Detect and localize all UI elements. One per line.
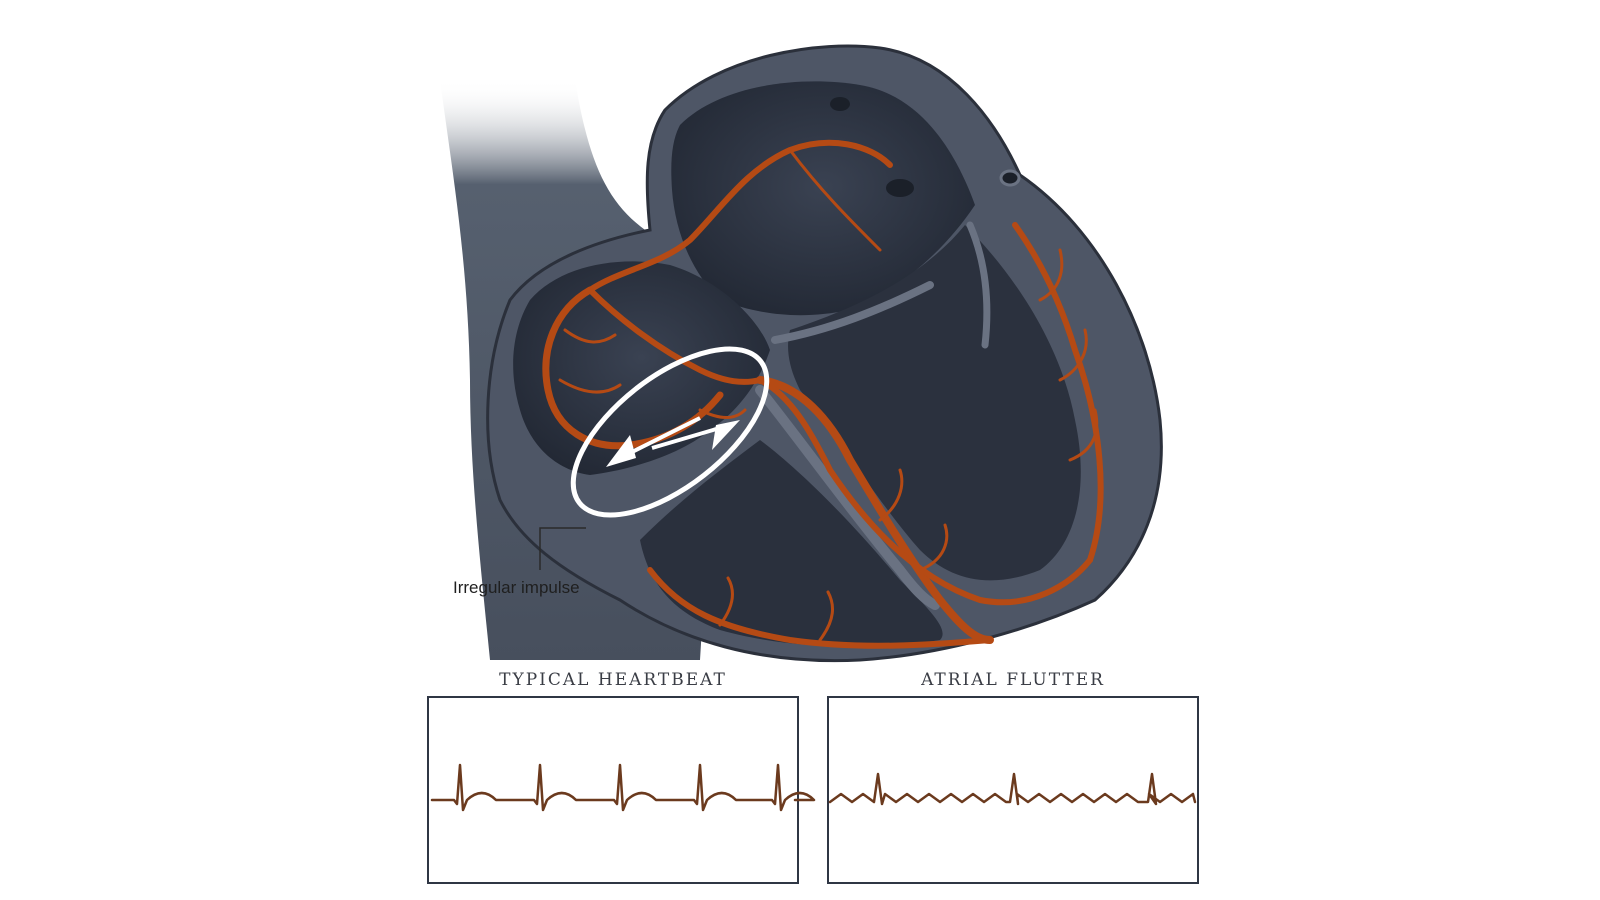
septum <box>755 385 940 610</box>
ecg-trace-flutter <box>828 772 1197 806</box>
left-atrium <box>671 81 975 316</box>
callout-leader <box>539 527 586 570</box>
circular-arrow-icon <box>570 346 770 518</box>
ecg-trace-typical <box>430 763 816 812</box>
panel-title-typical: TYPICAL HEARTBEAT <box>499 670 727 690</box>
panel-title-flutter: ATRIAL FLUTTER <box>921 670 1105 690</box>
panel-typical-heartbeat <box>427 696 799 884</box>
right-ventricle <box>640 440 943 647</box>
panel-atrial-flutter <box>827 696 1199 884</box>
right-atrium <box>513 261 770 475</box>
callout-label: Irregular impulse <box>453 578 580 597</box>
